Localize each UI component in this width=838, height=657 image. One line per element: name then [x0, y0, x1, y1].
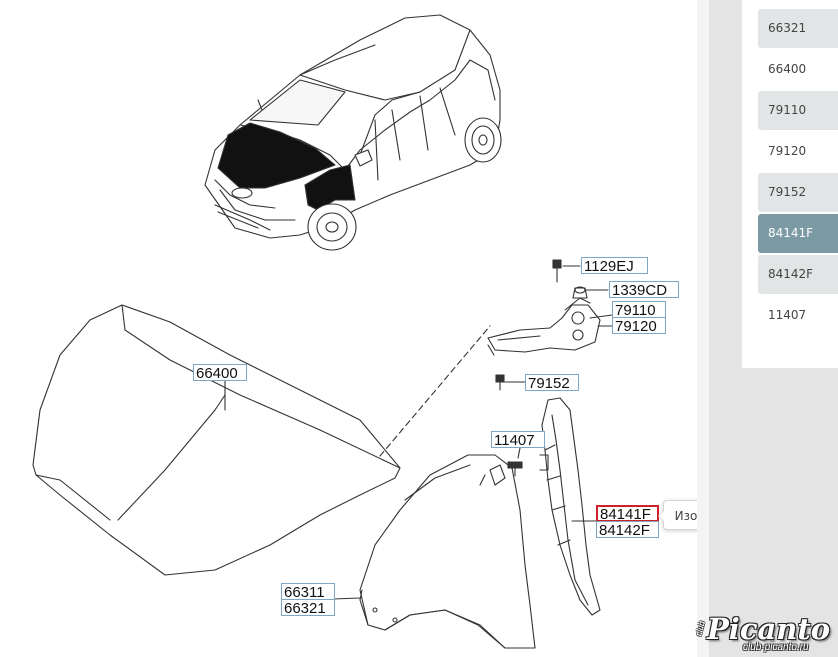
picanto-club-logo: club Picanto club-picanto.ru: [693, 612, 833, 654]
insulator-illustration: [539, 397, 601, 616]
fender-bolt: [507, 461, 523, 477]
hood-illustration: [32, 304, 401, 576]
callout-11407[interactable]: 11407: [491, 431, 545, 449]
callout-84142F[interactable]: 84142F: [596, 521, 659, 539]
car-illustration: [204, 14, 502, 251]
part-list-item[interactable]: 84142F: [758, 255, 838, 294]
part-list-item[interactable]: 66400: [768, 62, 807, 76]
callout-1129EJ[interactable]: 1129EJ: [581, 257, 648, 275]
part-list-item[interactable]: 79110: [758, 91, 838, 130]
part-list-item[interactable]: 11407: [768, 308, 807, 322]
part-list-item[interactable]: 79152: [758, 173, 838, 212]
watermark-url: club-picanto.ru: [743, 642, 809, 653]
callout-79152[interactable]: 79152: [525, 374, 579, 392]
hinge-illustration: [487, 297, 601, 356]
watermark-logo-text: Picanto: [707, 612, 831, 646]
part-list-item[interactable]: 66321: [758, 9, 838, 48]
panel-divider: [697, 0, 709, 657]
callout-79120[interactable]: 79120: [612, 317, 666, 335]
watermark-prefix: club: [694, 620, 707, 637]
part-list-item[interactable]: 84141F: [758, 214, 838, 253]
callout-66311[interactable]: 66311: [281, 583, 335, 601]
callout-66400[interactable]: 66400: [193, 364, 247, 382]
hinge-bolts: [495, 259, 588, 391]
callout-1339CD[interactable]: 1339CD: [609, 281, 679, 299]
fender-illustration: [359, 454, 536, 649]
callout-84141F[interactable]: 84141F: [596, 505, 659, 522]
callout-66321[interactable]: 66321: [281, 599, 335, 617]
parts-diagram: [32, 14, 613, 649]
part-list-item[interactable]: 79120: [768, 144, 807, 158]
callout-79110[interactable]: 79110: [612, 301, 666, 319]
